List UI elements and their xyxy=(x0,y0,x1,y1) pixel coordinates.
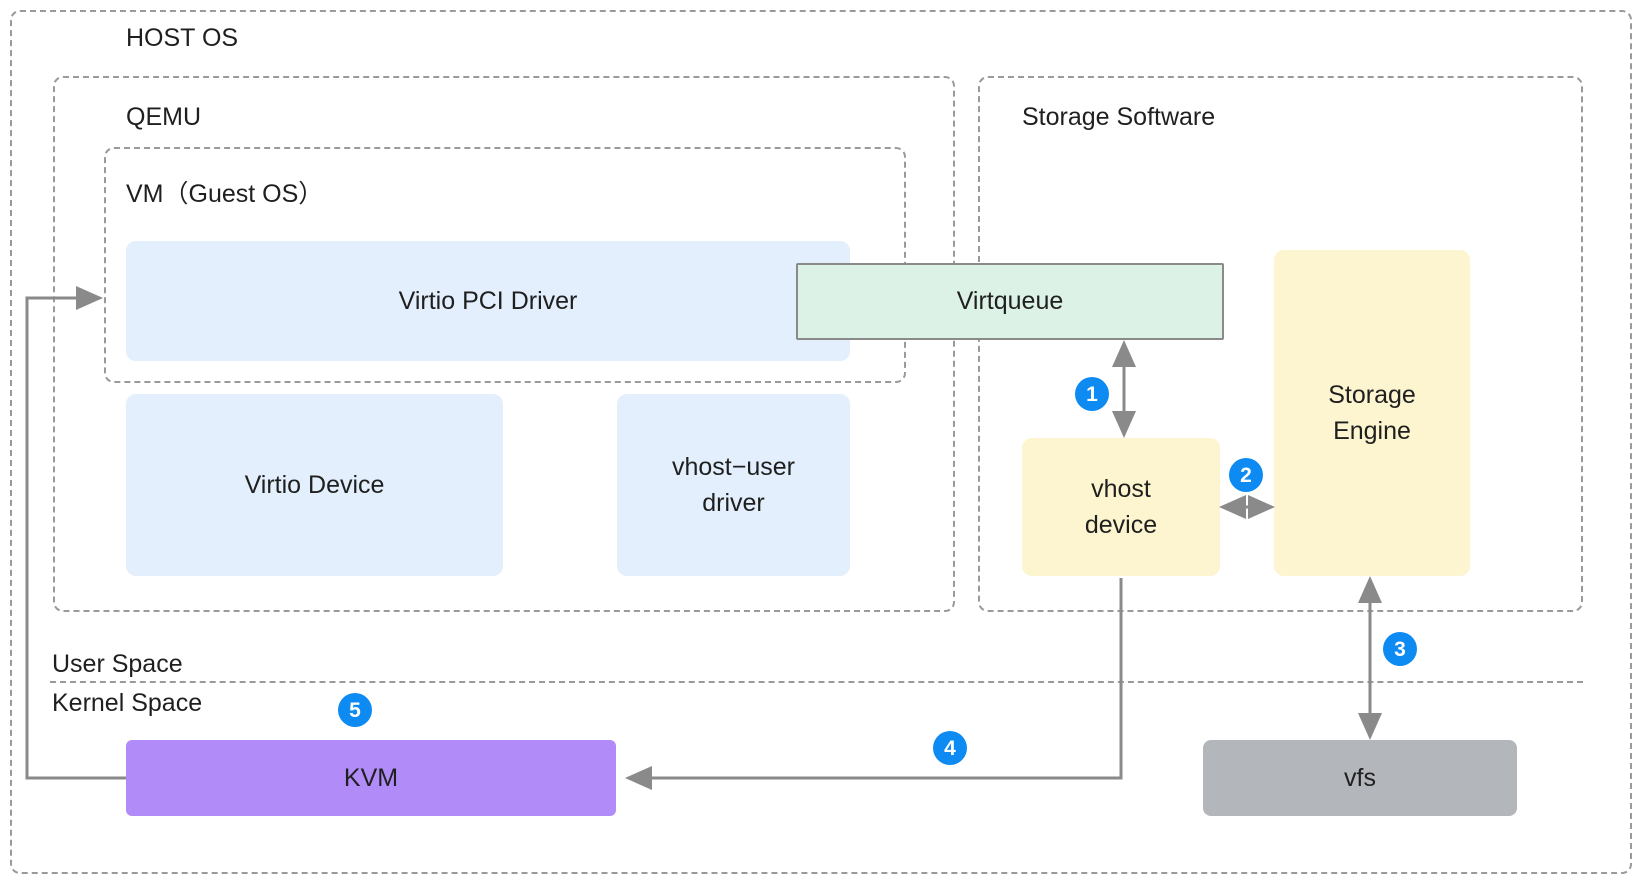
node-virtio-pci-driver-label: Virtio PCI Driver xyxy=(398,286,578,315)
node-vhost-user-driver-label-line2: driver xyxy=(702,489,765,517)
container-storage-software-title: Storage Software xyxy=(1022,103,1216,131)
node-storage-engine-label-line2: Engine xyxy=(1333,417,1411,445)
badge-5: 5 xyxy=(338,693,372,727)
user-kernel-space-divider xyxy=(50,681,1583,683)
container-storage-software xyxy=(978,76,1583,612)
badge-2: 2 xyxy=(1229,458,1263,492)
badge-3-label: 3 xyxy=(1394,637,1406,661)
badge-1: 1 xyxy=(1075,377,1109,411)
badge-5-label: 5 xyxy=(349,698,361,722)
node-kvm[interactable]: KVM xyxy=(126,740,616,816)
node-storage-engine-label-line1: Storage xyxy=(1328,380,1416,409)
node-virtqueue[interactable]: Virtqueue xyxy=(796,263,1224,340)
node-virtio-device[interactable]: Virtio Device xyxy=(126,394,503,576)
label-kernel-space: Kernel Space xyxy=(52,689,203,717)
container-qemu-title: QEMU xyxy=(126,103,201,131)
node-vhost-user-driver[interactable]: vhost−user driver xyxy=(617,394,850,576)
node-vhost-user-driver-label-line1: vhost−user xyxy=(672,452,795,481)
node-vhost-device[interactable]: vhost device xyxy=(1022,438,1220,576)
container-host-os xyxy=(10,10,1632,874)
node-virtqueue-label: Virtqueue xyxy=(956,287,1064,316)
container-host-os-title: HOST OS xyxy=(126,24,239,52)
badge-4-label: 4 xyxy=(944,736,956,760)
node-vhost-device-label-line1: vhost xyxy=(1091,474,1151,503)
badge-1-label: 1 xyxy=(1086,382,1098,406)
label-user-space: User Space xyxy=(52,650,183,678)
container-vm-title: VM（Guest OS） xyxy=(126,180,324,208)
badge-2-label: 2 xyxy=(1240,463,1252,487)
badge-4: 4 xyxy=(933,731,967,765)
badge-3: 3 xyxy=(1383,632,1417,666)
node-vhost-device-label-line2: device xyxy=(1084,511,1158,539)
node-vfs[interactable]: vfs xyxy=(1203,740,1517,816)
node-kvm-label: KVM xyxy=(343,763,399,792)
node-virtio-pci-driver[interactable]: Virtio PCI Driver xyxy=(126,241,850,361)
node-storage-engine[interactable]: Storage Engine xyxy=(1274,250,1470,576)
node-virtio-device-label: Virtio Device xyxy=(244,470,385,499)
node-vfs-label: vfs xyxy=(1344,763,1376,792)
